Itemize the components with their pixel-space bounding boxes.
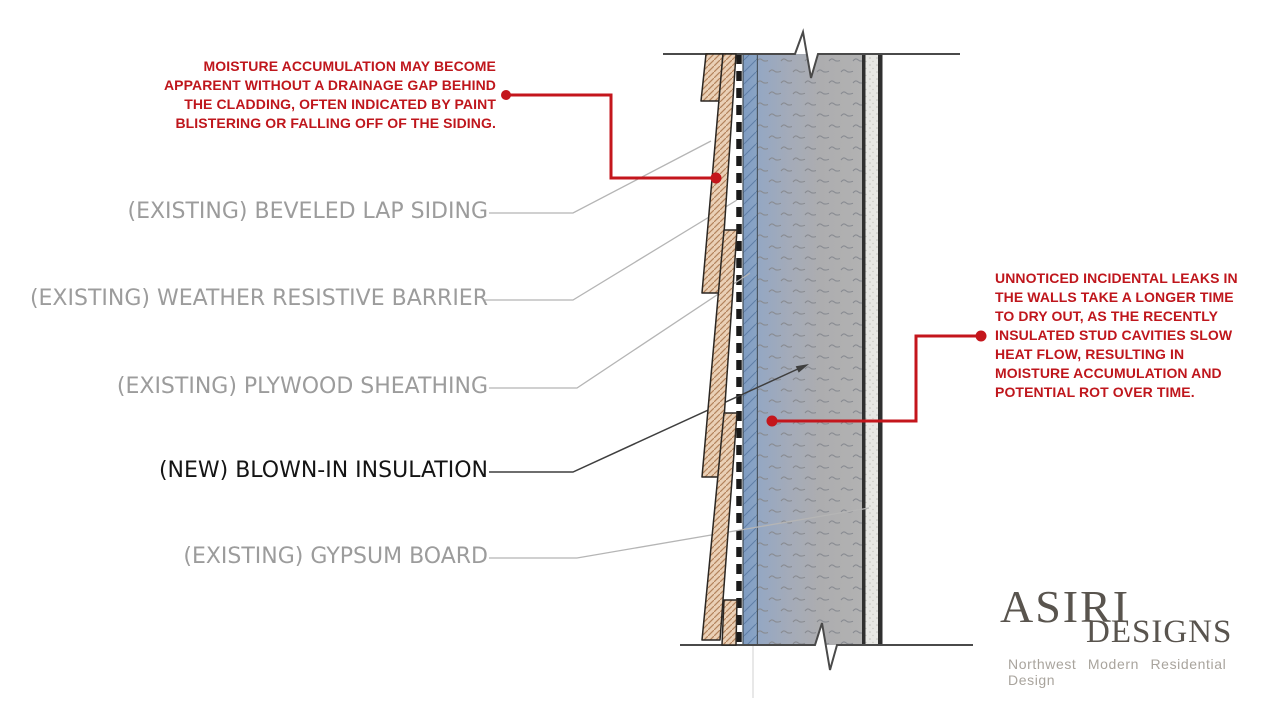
leader-gypsum-board (489, 507, 870, 559)
label-blown-in-insulation: (NEW) BLOWN-IN INSULATION (158, 458, 488, 483)
leader-moisture-note (501, 90, 722, 184)
top-break-line (663, 28, 960, 79)
red-dot-icon (975, 330, 987, 342)
label-beveled-lap-siding: (EXISTING) BEVELED LAP SIDING (127, 199, 488, 224)
note-moisture-accumulation: MOISTURE ACCUMULATION MAY BECOME APPAREN… (163, 58, 496, 131)
top-break-notch (795, 32, 818, 78)
wall-layers (663, 28, 973, 698)
beveled-lap-siding-boards (700, 53, 738, 646)
leader-leaks-note (766, 330, 987, 427)
weather-resistive-barrier-layer (735, 54, 743, 645)
leader-beveled-lap-siding (489, 140, 712, 214)
label-plywood-sheathing: (EXISTING) PLYWOOD SHEATHING (116, 374, 488, 399)
blown-in-insulation-layer (758, 54, 863, 645)
plywood-sheathing-layer (742, 54, 759, 645)
siding-board (721, 599, 738, 646)
label-weather-resistive-barrier: (EXISTING) WEATHER RESISTIVE BARRIER (29, 286, 488, 311)
note-incidental-leaks: UNNOTICED INCIDENTAL LEAKS IN THE WALLS … (995, 270, 1238, 400)
red-dot-icon (501, 90, 511, 100)
leader-plywood-sheathing (489, 272, 751, 389)
red-dot-icon (710, 172, 722, 184)
siding-board (701, 412, 738, 641)
red-callout-leaders (501, 90, 987, 427)
leader-weather-resistive-barrier (485, 199, 738, 301)
label-gypsum-board: (EXISTING) GYPSUM BOARD (183, 544, 488, 569)
red-dot-icon (766, 415, 778, 427)
arrowhead-icon (795, 364, 809, 373)
gypsum-board-layer (862, 54, 883, 645)
bottom-break-line (680, 622, 973, 671)
